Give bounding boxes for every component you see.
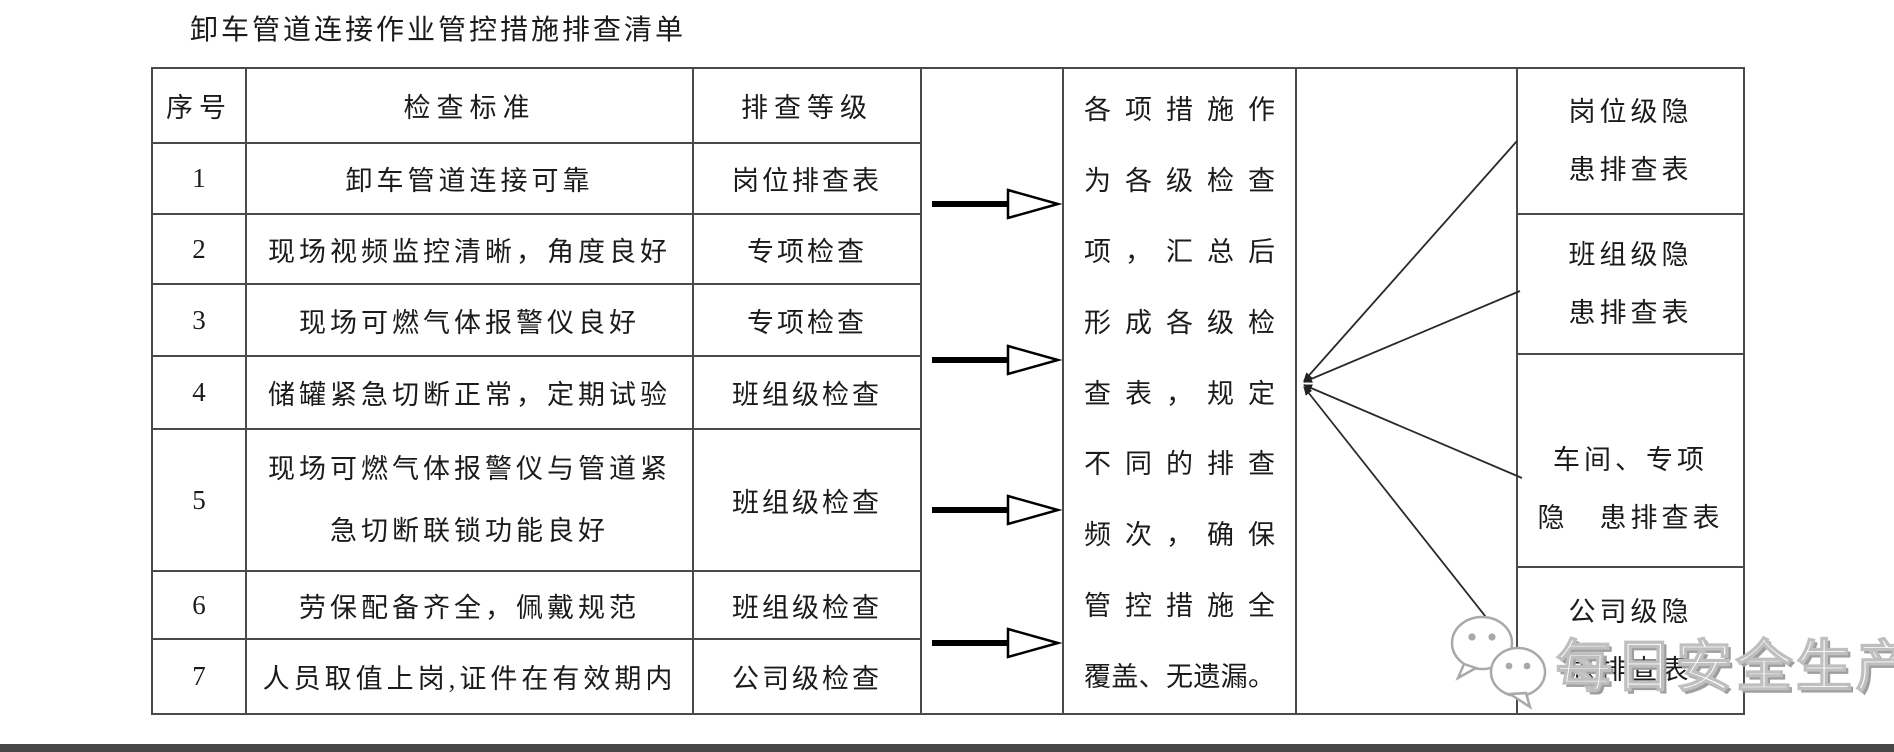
summary-line: 各项措施作 bbox=[1064, 72, 1295, 143]
row-3-level: 专项检查 bbox=[694, 285, 920, 357]
output-box-line: 公司级隐 bbox=[1568, 596, 1693, 627]
row-1-standard: 卸车管道连接可靠 bbox=[247, 144, 694, 215]
output-box-team-level: 班组级隐 患排查表 bbox=[1518, 215, 1743, 355]
output-box-line: 车间、专项 bbox=[1553, 444, 1708, 475]
summary-line: 覆盖、无遗漏。 bbox=[1064, 639, 1295, 710]
summary-line: 形成各级检 bbox=[1064, 285, 1295, 356]
row-1-no: 1 bbox=[153, 144, 247, 215]
wechat-icon bbox=[1450, 615, 1547, 710]
row-4-level: 班组级检查 bbox=[694, 357, 920, 430]
output-box-line: 班组级隐 bbox=[1568, 240, 1693, 270]
row-5-no: 5 bbox=[153, 430, 247, 572]
row-7-level: 公司级检查 bbox=[732, 664, 882, 694]
col-header-no: 序号 bbox=[153, 69, 247, 144]
output-box-line: 隐 患排查表 bbox=[1537, 502, 1724, 533]
row-3-no: 3 bbox=[153, 285, 247, 357]
row-5-standard-line-1: 现场可燃气体报警仪与管道紧 bbox=[268, 454, 671, 484]
output-box-post-level: 岗位级隐 患排查表 bbox=[1518, 69, 1743, 215]
output-box-line: 患排查表 bbox=[1568, 155, 1693, 185]
row-1-level: 岗位排查表 bbox=[694, 144, 920, 215]
summary-line: 管控措施全 bbox=[1064, 568, 1295, 639]
output-box-workshop-special: 车间、专项 隐 患排查表 bbox=[1518, 355, 1743, 568]
summary-line-text: 查表，规定 bbox=[1084, 378, 1275, 409]
row-4-standard: 储罐紧急切断正常，定期试验 bbox=[247, 357, 694, 430]
summary-line: 频次，确保 bbox=[1064, 497, 1295, 568]
summary-line: 不同的排查 bbox=[1064, 426, 1295, 497]
summary-line-text: 不同的排查 bbox=[1084, 449, 1275, 480]
col-header-standard: 检查标准 bbox=[247, 69, 694, 144]
output-box-line: 岗位级隐 bbox=[1568, 97, 1693, 127]
row-7-no: 7 bbox=[153, 640, 247, 713]
row-5-level: 班组级检查 bbox=[694, 430, 920, 572]
output-tables-column: 岗位级隐 患排查表 班组级隐 患排查表 车间、专项 隐 患排查表 公司级隐 患排… bbox=[1516, 67, 1745, 715]
watermark: 每日安全生产 bbox=[1448, 612, 1894, 712]
col-header-level: 排查等级 bbox=[694, 69, 920, 144]
summary-line: 查表，规定 bbox=[1064, 356, 1295, 427]
watermark-text: 每日安全生产 bbox=[1555, 634, 1894, 699]
row-6-standard: 劳保配备齐全，佩戴规范 bbox=[247, 572, 694, 640]
row-6-no: 6 bbox=[153, 572, 247, 640]
summary-line-text: 管控措施全 bbox=[1084, 591, 1275, 622]
row-2-level: 专项检查 bbox=[694, 215, 920, 285]
summary-line-text: 频次，确保 bbox=[1084, 520, 1275, 551]
summary-line-text: 为各级检查 bbox=[1084, 165, 1275, 196]
page-bottom-bar bbox=[0, 744, 1894, 752]
output-box-line: 患排查表 bbox=[1568, 298, 1693, 328]
row-7-standard: 人员取值上岗,证件在有效期内 bbox=[247, 640, 694, 713]
page-title: 卸车管道连接作业管控措施排查清单 bbox=[190, 15, 687, 46]
row-6-level: 班组级检查 bbox=[694, 572, 920, 640]
output-box-line: 患排查表 bbox=[1568, 654, 1693, 685]
row-2-standard: 现场视频监控清晰，角度良好 bbox=[247, 215, 694, 285]
row-3-standard: 现场可燃气体报警仪良好 bbox=[247, 285, 694, 357]
summary-line-text: 形成各级检 bbox=[1084, 307, 1275, 338]
summary-line-text: 各项措施作 bbox=[1084, 94, 1275, 125]
summary-line: 项，汇总后 bbox=[1064, 214, 1295, 285]
summary-line-text: 项，汇总后 bbox=[1084, 236, 1275, 267]
summary-line-text: 覆盖、无遗漏。 bbox=[1084, 662, 1275, 693]
row-2-no: 2 bbox=[153, 215, 247, 285]
output-box-company-level: 公司级隐 患排查表 bbox=[1518, 568, 1743, 713]
summary-line: 为各级检查 bbox=[1064, 143, 1295, 214]
checklist-table: 序号 检查标准 排查等级 1 卸车管道连接可靠 岗位排查表 2 现场视频监控清晰… bbox=[151, 67, 922, 715]
arrow-channel bbox=[922, 67, 1062, 715]
row-4-no: 4 bbox=[153, 357, 247, 430]
row-5-standard-line-2: 急切断联锁功能良好 bbox=[330, 516, 609, 546]
summary-box: 各项措施作 为各级检查 项，汇总后 形成各级检 查表，规定 不同的排查 频次，确… bbox=[1062, 67, 1297, 715]
row-5-standard: 现场可燃气体报警仪与管道紧 急切断联锁功能良好 bbox=[247, 430, 694, 572]
